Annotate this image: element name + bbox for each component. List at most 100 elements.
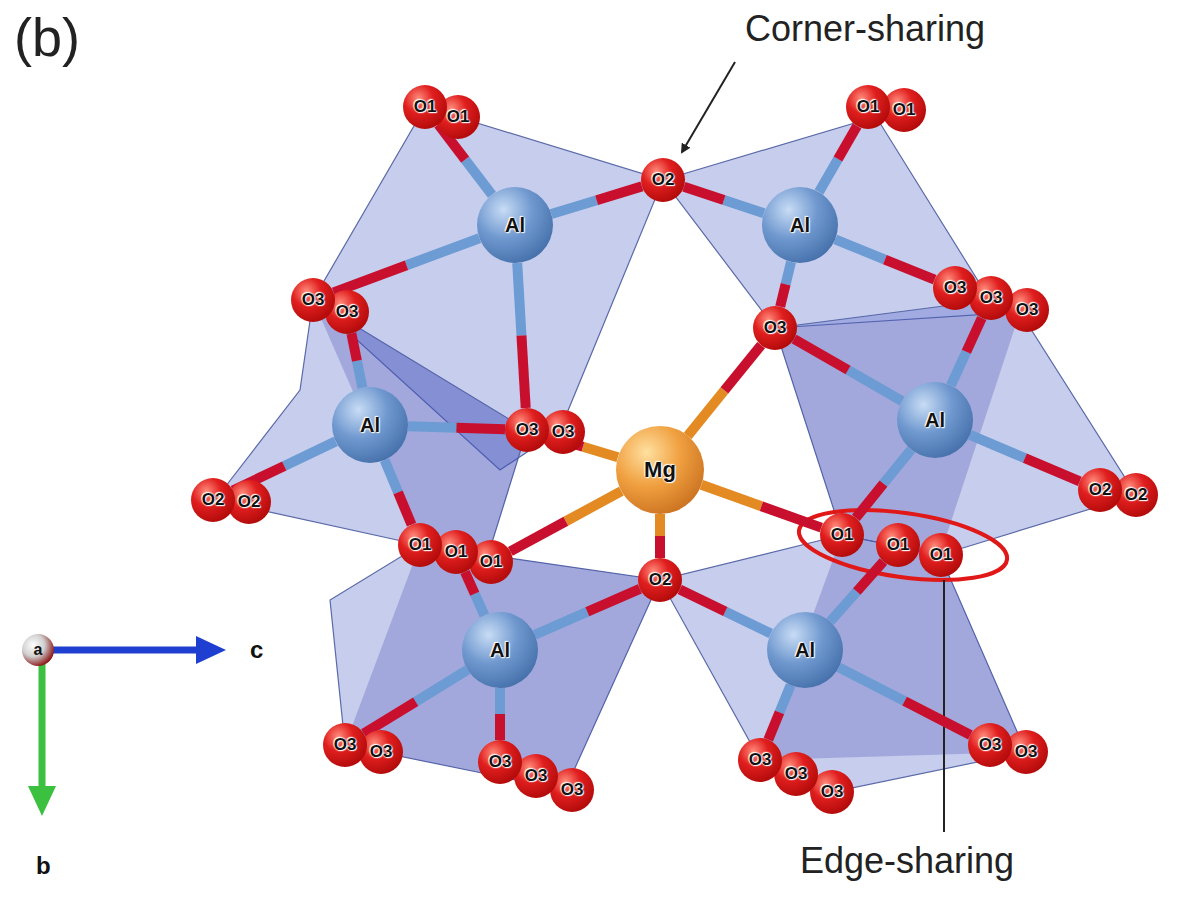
bond-half <box>905 701 971 735</box>
aluminium-atom: Al <box>332 387 408 463</box>
oxygen-atom: O1 <box>398 523 442 567</box>
oxygen-atom: O3 <box>933 266 977 310</box>
aluminium-atom: Al <box>477 187 553 263</box>
oxygen-atom: O1 <box>876 523 920 567</box>
bond-half <box>761 506 821 527</box>
aluminium-atom: Al <box>762 187 838 263</box>
magnesium-atom: Mg <box>616 426 704 514</box>
bond <box>688 345 761 436</box>
atom-label: Al <box>490 639 510 662</box>
atom-label: O3 <box>764 318 787 338</box>
atom-label: O2 <box>1125 485 1148 505</box>
bond-half <box>408 426 457 428</box>
bond-half <box>835 239 885 259</box>
bond-half <box>830 592 857 622</box>
bond-half <box>883 450 911 484</box>
bond <box>830 561 883 621</box>
bond-half <box>551 200 596 214</box>
atom-label: O3 <box>525 766 548 786</box>
axis-label: b <box>36 852 51 880</box>
oxygen-atom: O3 <box>323 723 367 767</box>
bond-half <box>465 160 492 195</box>
bond-half <box>848 370 902 401</box>
bond <box>970 435 1080 482</box>
axis-label: c <box>250 636 263 664</box>
bond-half <box>966 318 981 352</box>
bond-half <box>475 594 485 616</box>
atom-label: O3 <box>1015 742 1038 762</box>
oxygen-atom: O2 <box>1078 468 1122 512</box>
bond-half <box>780 284 785 306</box>
oxygen-atom: O3 <box>968 723 1012 767</box>
bond-half <box>364 702 416 734</box>
atom-label: Mg <box>644 457 676 483</box>
oxygen-atom: O1 <box>919 533 963 577</box>
oxygen-atom: O3 <box>505 408 549 452</box>
atom-label: O3 <box>334 735 357 755</box>
bond <box>510 491 621 551</box>
bond-half <box>856 484 884 518</box>
atom-label: O3 <box>561 780 584 800</box>
atom-label: O1 <box>893 100 916 120</box>
bond-half <box>794 339 848 370</box>
bond-half <box>351 334 357 361</box>
atom-label: O3 <box>1016 300 1039 320</box>
atom-label: O1 <box>930 545 953 565</box>
bond <box>535 589 640 635</box>
bond-half <box>655 536 665 558</box>
bond <box>951 318 982 385</box>
atom-label: O3 <box>516 420 539 440</box>
atom-label: O2 <box>649 570 672 590</box>
atom-label: O2 <box>652 170 675 190</box>
bond <box>701 485 821 528</box>
bond <box>680 590 771 634</box>
bond-half <box>724 200 764 213</box>
atom-label: O1 <box>887 535 910 555</box>
atom-label: O1 <box>445 542 468 562</box>
atom-label: O3 <box>785 764 808 784</box>
atom-label: O3 <box>552 422 575 442</box>
bond-half <box>495 688 505 714</box>
atom-label: O1 <box>409 535 432 555</box>
bond-half <box>1025 458 1080 481</box>
atom-label: O1 <box>414 97 437 117</box>
bond-half <box>587 589 640 612</box>
atom-label: O2 <box>238 492 261 512</box>
atom-label: Al <box>790 214 810 237</box>
bond <box>660 514 661 558</box>
atom-label: O3 <box>821 782 844 802</box>
bond-half <box>725 612 770 634</box>
bond-half <box>521 335 525 408</box>
bond <box>334 238 480 292</box>
atom-label: O3 <box>336 302 359 322</box>
bond-half <box>284 441 335 466</box>
bond-half <box>885 260 935 280</box>
bond-half <box>566 491 622 521</box>
bond-half <box>701 485 761 506</box>
bond-half <box>416 670 468 702</box>
atom-label: O3 <box>302 290 325 310</box>
bond-half <box>583 447 618 457</box>
atom-label: Al <box>925 409 945 432</box>
bond-half <box>819 159 838 192</box>
bond <box>500 688 501 740</box>
aluminium-atom: Al <box>897 382 973 458</box>
bond-half <box>456 428 505 430</box>
atom-label: O3 <box>370 742 393 762</box>
bond-half <box>385 460 398 492</box>
bond-half <box>970 435 1025 458</box>
bond <box>351 334 362 388</box>
oxygen-atom: O3 <box>478 740 522 784</box>
bond-half <box>857 561 884 591</box>
atom-label: O2 <box>1089 480 1112 500</box>
bond-half <box>768 712 779 739</box>
bond-half <box>535 612 588 635</box>
bond-half <box>407 238 480 265</box>
atom-label: O1 <box>447 107 470 127</box>
bond <box>856 450 911 518</box>
oxygen-atom: O1 <box>846 85 890 129</box>
bond <box>794 339 902 401</box>
bond <box>835 239 934 279</box>
bond-half <box>786 262 791 284</box>
axis-label: a <box>34 641 43 659</box>
